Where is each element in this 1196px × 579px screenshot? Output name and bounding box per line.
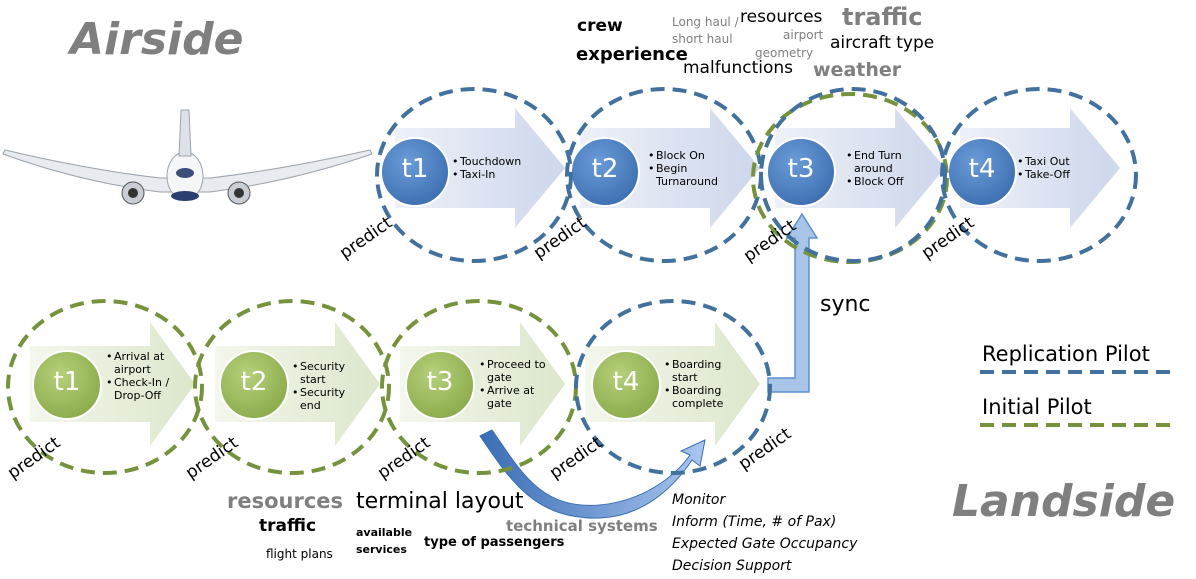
airside-step-t2-line1: Block On <box>648 149 734 162</box>
keyword-short-haul: short haul <box>672 32 733 46</box>
keyword-resources-landside: resources <box>227 489 344 513</box>
keyword-flight-plans: flight plans <box>266 547 333 561</box>
legend-initial-label: Initial Pilot <box>982 395 1092 419</box>
keyword-experience: experience <box>576 44 688 65</box>
keyword-type-of-passengers: type of passengers <box>424 535 565 550</box>
landside-step-t1-line1: Arrival at airport <box>106 350 174 376</box>
landside-circles <box>32 350 661 420</box>
airplane-image <box>2 109 373 205</box>
note-item: Monitor <box>672 492 726 508</box>
landside-dashed-ellipses <box>6 299 772 475</box>
airside-step-t2-line2: Begin Turnaround <box>648 162 734 188</box>
legend-replication-label: Replication Pilot <box>982 342 1150 366</box>
landside-step-t4-text: Boarding start Boarding complete <box>664 358 738 410</box>
landside-step-t2-text: Security start Security end <box>292 360 356 412</box>
airside-step-t2-id: t2 <box>591 154 619 184</box>
landside-circle-t2 <box>219 350 289 420</box>
keyword-malfunctions: malfunctions <box>683 58 794 78</box>
landside-step-t3-id: t3 <box>426 367 454 397</box>
landside-step-t4-id: t4 <box>612 367 640 397</box>
landside-step-t2-id: t2 <box>240 367 268 397</box>
airside-step-t1-line2: Taxi-In <box>452 168 521 181</box>
airside-circles <box>380 137 1017 207</box>
landside-step-t4-line1: Boarding start <box>664 358 738 384</box>
landside-step-t2-line1: Security start <box>292 360 356 386</box>
landside-step-t3-line1: Proceed to gate <box>479 358 549 384</box>
airside-title: Airside <box>70 14 244 65</box>
landside-step-t3-text: Proceed to gate Arrive at gate <box>479 358 549 410</box>
airside-step-t4-line1: Taxi Out <box>1017 155 1070 168</box>
airside-step-t3-id: t3 <box>787 154 815 184</box>
keyword-services: services <box>356 543 407 556</box>
airside-circle-t3 <box>766 137 836 207</box>
airside-step-t4-text: Taxi Out Take-Off <box>1017 155 1070 181</box>
note-item: Decision Support <box>672 558 792 574</box>
note-item: Expected Gate Occupancy <box>672 536 858 552</box>
airside-step-t3-line1: End Turn around <box>846 149 918 175</box>
keyword-weather: weather <box>813 59 902 81</box>
landside-step-t1-line2: Check-In / Drop-Off <box>106 376 170 402</box>
airside-step-t4-id: t4 <box>968 154 996 184</box>
keyword-geometry: geometry <box>755 46 814 60</box>
landside-circle-t3 <box>405 350 475 420</box>
sync-label: sync <box>820 292 871 317</box>
airside-step-t1-id: t1 <box>401 154 429 184</box>
airside-step-t4-line2: Take-Off <box>1017 168 1070 181</box>
note-item: Inform (Time, # of Pax) <box>672 514 837 530</box>
keyword-aircraft-type: aircraft type <box>830 33 935 53</box>
landside-step-t1-text: Arrival at airport Check-In / Drop-Off <box>106 350 174 402</box>
airside-dashed-ellipses <box>375 87 1138 264</box>
airside-circle-t2 <box>570 137 640 207</box>
landside-step-t1-id: t1 <box>53 367 81 397</box>
keyword-resources: resources <box>740 7 823 27</box>
notes-list: Monitor Inform (Time, # of Pax) Expected… <box>672 489 857 577</box>
curved-arrow <box>479 429 706 519</box>
keyword-long-haul: Long haul / <box>672 15 739 29</box>
keyword-technical-systems: technical systems <box>506 517 658 535</box>
airside-step-t1-line1: Touchdown <box>452 155 521 168</box>
airside-step-t3-text: End Turn around Block Off <box>846 149 918 188</box>
landside-circle-t4 <box>591 350 661 420</box>
landside-circle-t1 <box>32 350 102 420</box>
keyword-traffic: traffic <box>842 3 923 31</box>
landside-step-t2-line2: Security end <box>292 386 356 412</box>
landside-step-t4-line2: Boarding complete <box>664 384 738 410</box>
sync-arrow <box>767 212 819 393</box>
keyword-available: available <box>356 526 413 539</box>
keyword-crew: crew <box>577 16 623 36</box>
airside-step-t3-line2: Block Off <box>846 175 918 188</box>
keyword-airport: airport <box>783 28 824 42</box>
landside-step-t3-line2: Arrive at gate <box>479 384 549 410</box>
airside-step-t1-text: Touchdown Taxi-In <box>452 155 521 181</box>
airside-circle-t1 <box>380 137 450 207</box>
airside-step-t2-text: Block On Begin Turnaround <box>648 149 734 188</box>
landside-title: Landside <box>952 476 1176 527</box>
keyword-traffic-landside: traffic <box>259 516 317 536</box>
keyword-terminal-layout: terminal layout <box>356 489 524 514</box>
